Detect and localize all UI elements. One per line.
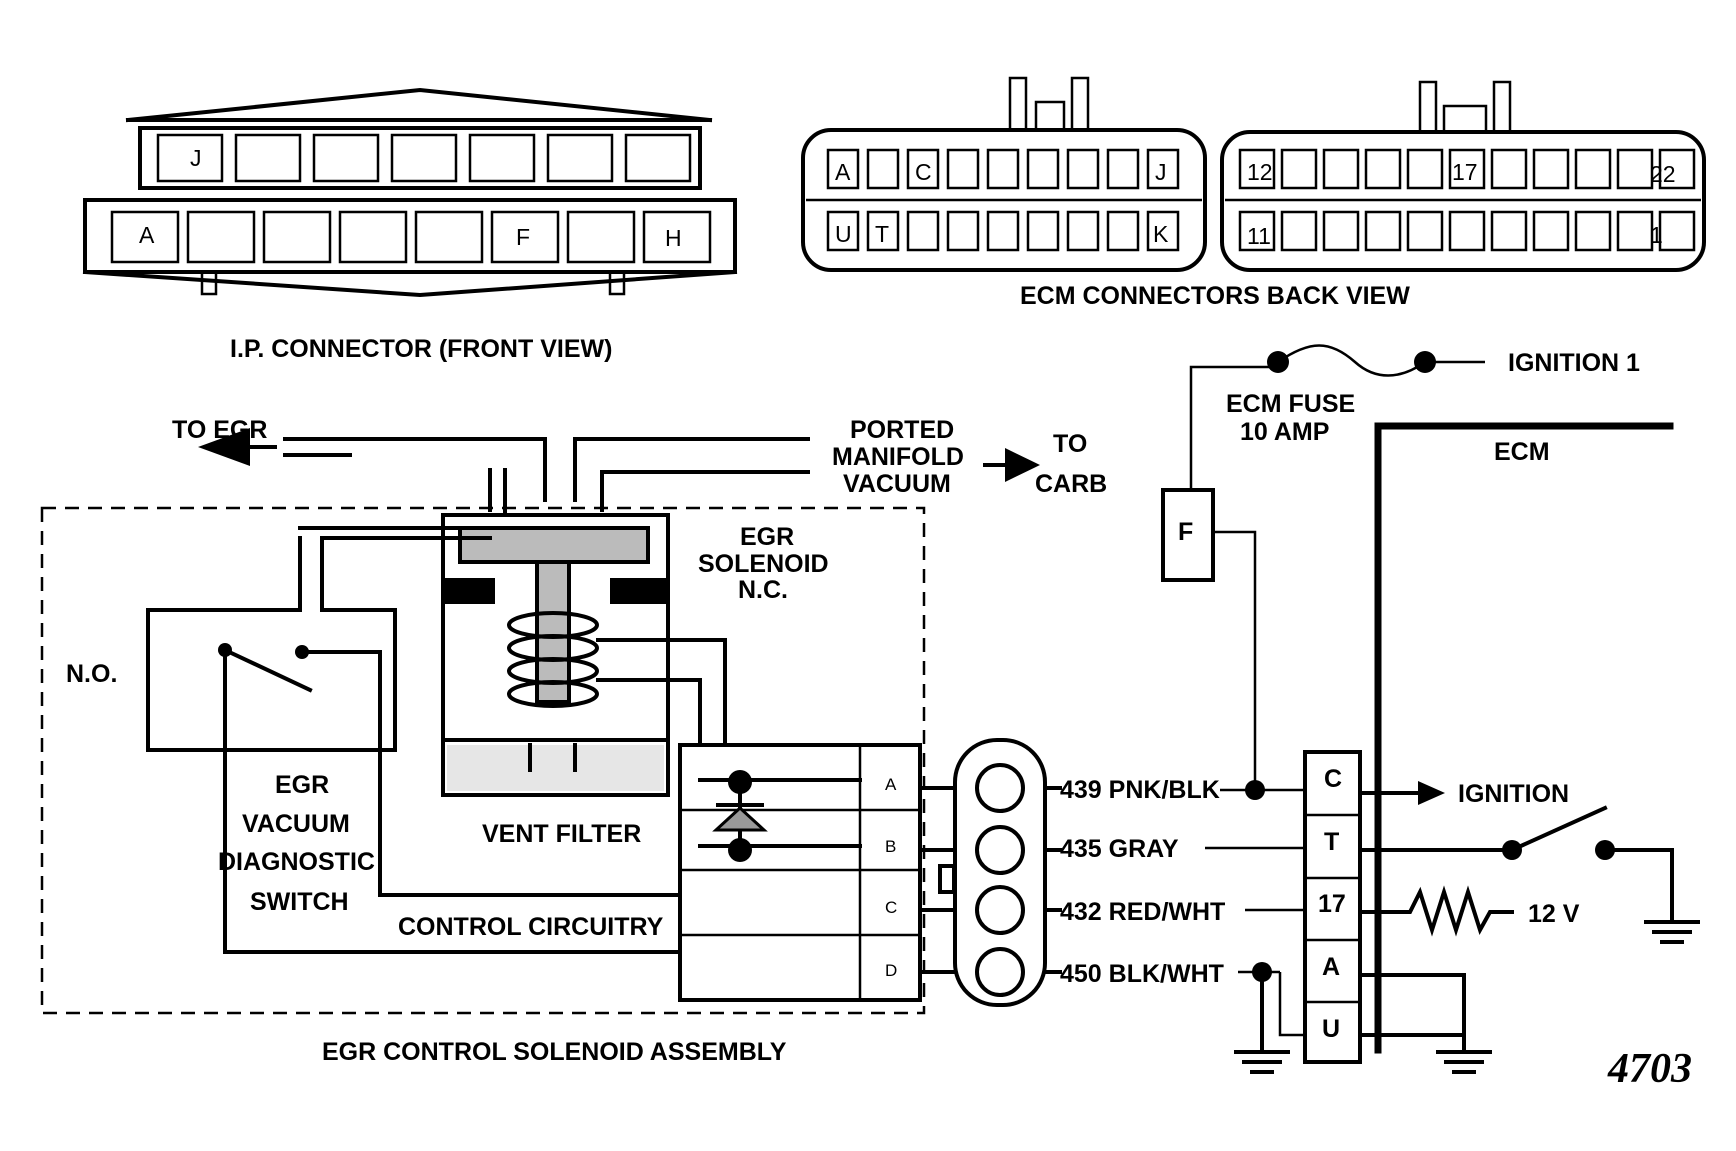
ip-pin-h: H <box>665 225 682 251</box>
ip-pin-j: J <box>190 145 202 171</box>
figure-number: 4703 <box>1607 1046 1692 1092</box>
ip-terminal-f <box>1161 488 1215 582</box>
to-egr-label: TO EGR <box>172 416 267 444</box>
wire-450-label: 450 BLK/WHT <box>1060 960 1224 988</box>
normally-open-label: N.O. <box>66 660 117 688</box>
wire-439-label: 439 PNK/BLK <box>1060 776 1220 804</box>
solenoid-coil <box>507 611 599 708</box>
egr-solenoid-label-1: EGR <box>740 523 794 551</box>
ip-connector-title: I.P. CONNECTOR (FRONT VIEW) <box>230 335 612 363</box>
vent-filter-area <box>447 745 664 791</box>
ecm-terminal-t: T <box>1324 828 1339 856</box>
to-egr-arrow <box>198 428 250 466</box>
control-circuitry-box <box>678 743 922 1002</box>
switch-label-1: EGR <box>275 771 329 799</box>
assembly-dashed-outline <box>40 506 926 1015</box>
ecm-pin-12: 12 <box>1247 159 1273 185</box>
harness-connector <box>918 738 1047 1007</box>
switch-label-3: DIAGNOSTIC <box>218 848 375 876</box>
ecm-title: ECM <box>1494 438 1550 466</box>
ecm-pin-a: A <box>835 159 851 185</box>
egr-solenoid-label-2: SOLENOID <box>698 550 829 578</box>
ported-label-1: PORTED <box>850 416 954 444</box>
vent-filter-label: VENT FILTER <box>482 820 641 848</box>
ecm-pin-t: T <box>875 221 889 247</box>
assembly-title: EGR CONTROL SOLENOID ASSEMBLY <box>322 1038 787 1066</box>
solenoid-plunger-top <box>458 526 650 564</box>
ecm-pin-1: 1 <box>1650 222 1663 248</box>
ecm-terminal-c: C <box>1324 765 1342 793</box>
egr-solenoid-label-3: N.C. <box>738 576 788 604</box>
ip-pin-a: A <box>139 222 155 248</box>
ported-label-2: MANIFOLD <box>832 443 964 471</box>
ecm-pin-17: 17 <box>1452 159 1478 185</box>
ip-pin-f: F <box>516 224 530 250</box>
ecm-terminal-a: A <box>1322 953 1340 981</box>
solenoid-pin-d: D <box>885 961 897 980</box>
to-carb-label-1: TO <box>1053 430 1087 458</box>
solenoid-pin-b: B <box>885 837 896 856</box>
fuse-label-1: ECM FUSE <box>1226 390 1355 418</box>
solenoid-pin-a: A <box>885 775 897 794</box>
ecm-section: IGNITION 1 ECM FUSE 10 AMP F ECM C T 17 … <box>1161 344 1700 1074</box>
ip-connector: J A F H I.P. CONNECTOR (FRONT VIEW) <box>82 87 738 363</box>
egr-control-solenoid-assembly: A B C D EGR SOLENOID N.C. N.O. EGR VACUU… <box>40 506 926 1066</box>
control-circuitry-label: CONTROL CIRCUITRY <box>398 913 664 941</box>
switch-label-4: SWITCH <box>250 888 349 916</box>
ignition-arrow <box>1418 781 1445 805</box>
ecm-pin-11: 11 <box>1247 223 1271 249</box>
ecm-connectors: A C J U T K 12 17 22 11 1 ECM CONNECTORS… <box>801 76 1706 310</box>
ecm-pin-k: K <box>1153 221 1169 247</box>
ignition-label: IGNITION <box>1458 780 1569 808</box>
wire-432-label: 432 RED/WHT <box>1060 898 1225 926</box>
ground-symbol-ecm <box>1436 1050 1492 1074</box>
to-carb-arrow <box>1005 448 1040 482</box>
wire-435-label: 435 GRAY <box>1060 835 1179 863</box>
ecm-pin-c: C <box>915 159 932 185</box>
wires: 439 PNK/BLK 435 GRAY 432 RED/WHT 450 BLK… <box>1043 776 1305 988</box>
ecm-connectors-title: ECM CONNECTORS BACK VIEW <box>1020 282 1410 310</box>
ported-label-3: VACUUM <box>843 470 951 498</box>
ecm-terminal-u: U <box>1322 1015 1340 1043</box>
ecm-pin-u: U <box>835 221 852 247</box>
switch-label-2: VACUUM <box>242 810 350 838</box>
fuse-label-2: 10 AMP <box>1240 418 1329 446</box>
vacuum-lines: TO EGR PORTED MANIFOLD VACUUM TO CARB <box>172 416 1107 517</box>
voltage-label: 12 V <box>1528 900 1580 928</box>
ground-symbol-harness <box>1234 1050 1290 1074</box>
solenoid-stem <box>535 560 571 704</box>
to-carb-label-2: CARB <box>1035 470 1107 498</box>
solenoid-pin-c: C <box>885 898 897 917</box>
ground-symbol-right <box>1644 920 1700 944</box>
ecm-pin-22: 22 <box>1650 161 1676 187</box>
ecm-terminal-17: 17 <box>1318 890 1346 918</box>
ecm-pin-j: J <box>1155 159 1167 185</box>
ip-terminal-f-label: F <box>1178 518 1193 546</box>
ignition1-label: IGNITION 1 <box>1508 349 1640 377</box>
